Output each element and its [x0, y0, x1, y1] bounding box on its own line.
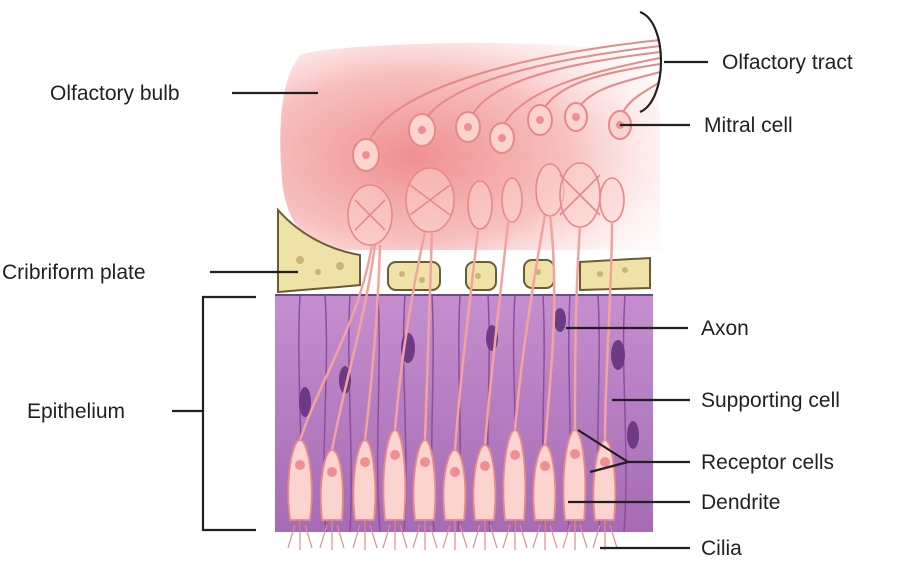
epithelium-bracket	[203, 297, 256, 530]
mitral-cell-label: Mitral cell	[704, 115, 793, 136]
cribriform-plate-label: Cribriform plate	[2, 262, 146, 283]
olfactory-bulb-label: Olfactory bulb	[50, 83, 180, 104]
dendrite-label: Dendrite	[701, 492, 780, 513]
epithelium-label: Epithelium	[27, 401, 125, 422]
cilia-label: Cilia	[701, 538, 742, 559]
olfactory-tract-label: Olfactory tract	[722, 52, 853, 73]
supporting-cell-label: Supporting cell	[701, 390, 840, 411]
receptor-cells-label: Receptor cells	[701, 452, 834, 473]
axon-label: Axon	[701, 318, 749, 339]
